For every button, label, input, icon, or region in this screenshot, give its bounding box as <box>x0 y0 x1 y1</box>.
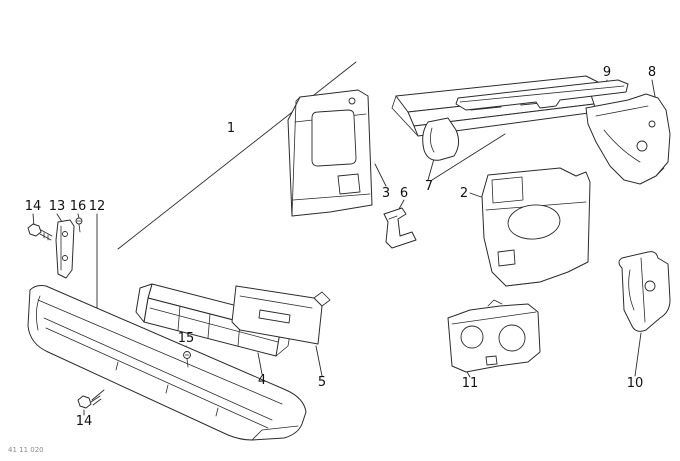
callout-12[interactable]: 12 <box>89 199 106 214</box>
part-6-bracket <box>383 207 417 249</box>
part-15-screw <box>183 351 191 368</box>
part-9-reinforcement-strip <box>455 79 629 111</box>
part-16-screw <box>75 217 83 233</box>
callout-3[interactable]: 3 <box>382 186 390 201</box>
callout-4[interactable]: 4 <box>258 373 266 388</box>
callout-16[interactable]: 16 <box>70 199 87 214</box>
part-11-headlight-panel <box>447 299 541 373</box>
callout-15[interactable]: 15 <box>178 331 195 346</box>
callout-6[interactable]: 6 <box>400 186 408 201</box>
callout-10[interactable]: 10 <box>627 376 644 391</box>
callout-14[interactable]: 14 <box>25 199 42 214</box>
part-12-front-bumper <box>27 285 307 441</box>
callout-9[interactable]: 9 <box>603 65 611 80</box>
callout-13[interactable]: 13 <box>49 199 66 214</box>
part-5-bumper-bracket <box>231 285 331 345</box>
callout-2[interactable]: 2 <box>460 186 468 201</box>
part-14-bolt-bottom <box>77 395 102 409</box>
footer-code: 41 11 020 <box>8 446 44 454</box>
part-3-bulkhead-panel <box>287 89 373 217</box>
callout-5[interactable]: 5 <box>318 375 326 390</box>
part-8-side-panel <box>585 93 671 185</box>
callout-11[interactable]: 11 <box>462 376 479 391</box>
callout-7[interactable]: 7 <box>425 179 433 194</box>
part-13-bracket <box>55 219 75 279</box>
callout-8[interactable]: 8 <box>648 65 656 80</box>
part-10-bracket <box>618 251 671 332</box>
part-14-bolt-top <box>27 223 53 241</box>
callout-1[interactable]: 1 <box>227 121 235 136</box>
part-2-wheelhouse-panel <box>481 167 591 287</box>
callout-14[interactable]: 14 <box>76 414 93 429</box>
